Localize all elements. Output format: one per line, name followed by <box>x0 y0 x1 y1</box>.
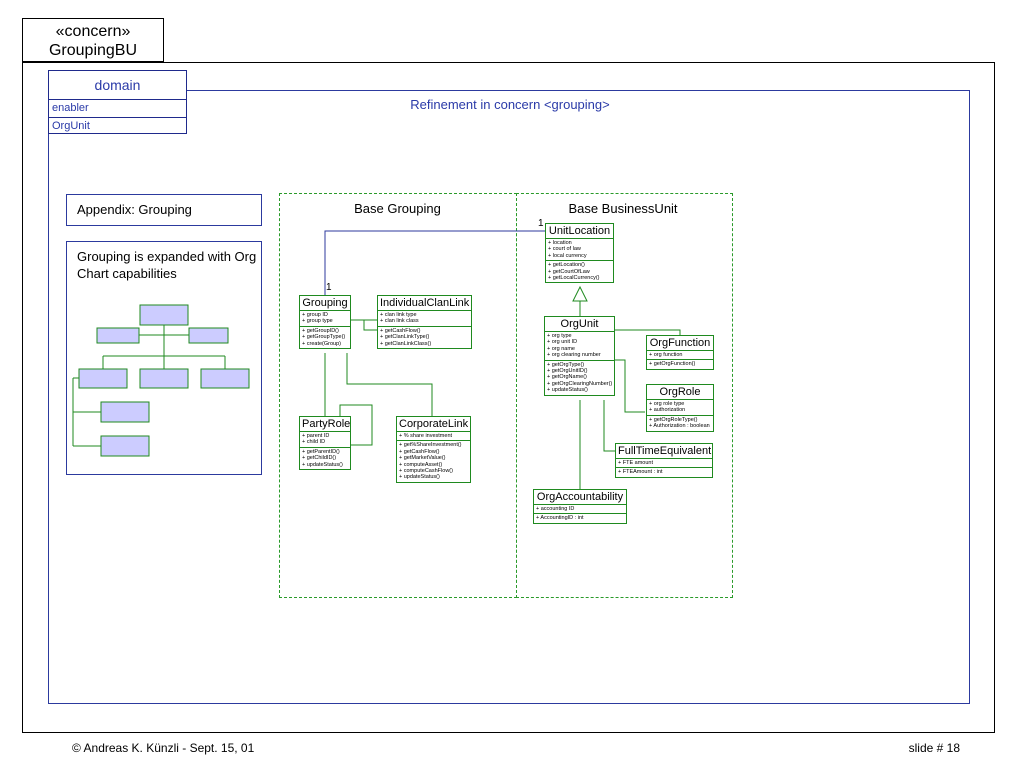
org-chart-box <box>66 241 262 475</box>
footer-copyright: © Andreas K. Künzli - Sept. 15, 01 <box>72 741 255 755</box>
concern-stereotype: «concern» <box>55 23 131 40</box>
class-grouping: Grouping + group ID + group type + getGr… <box>299 295 351 350</box>
domain-row-enabler: enabler <box>49 100 186 118</box>
class-name: OrgRole <box>647 385 713 400</box>
org-node-mid-3 <box>200 368 250 389</box>
generalization-arrow <box>572 285 588 302</box>
org-node-left-staff <box>96 327 140 344</box>
class-operations: + AccountingID : int <box>536 515 584 522</box>
class-operations: + getOrgType() + getOrgUnitID() + getOrg… <box>547 361 613 394</box>
footer-slide-number: slide # 18 <box>908 741 960 755</box>
class-name: IndividualClanLink <box>378 297 471 311</box>
class-attributes: + location + court of law + local curren… <box>546 239 613 262</box>
class-name: PartyRole <box>300 418 351 432</box>
class-operations: + FTEAmount : int <box>618 469 663 476</box>
class-operations: + getCashFlow() + getClanLinkType() + ge… <box>380 327 432 347</box>
refinement-title: Refinement in concern <grouping> <box>410 97 610 112</box>
class-name: OrgAccountability <box>534 490 626 505</box>
class-org-unit: OrgUnit + org type + org unit ID + org n… <box>544 316 615 396</box>
concern-label: «concern» GroupingBU <box>22 18 164 62</box>
class-attributes: + % share investment <box>397 432 470 442</box>
class-attributes: + org type + org unit ID + org name + or… <box>545 332 614 361</box>
class-name: FullTimeEquivalent <box>616 445 712 459</box>
domain-title: domain <box>49 71 186 100</box>
class-attributes: + org function <box>647 351 713 361</box>
domain-row-orgunit: OrgUnit <box>52 120 90 132</box>
class-unit-location: UnitLocation + location + court of law +… <box>545 223 614 284</box>
class-operations: + get%ShareInvestment() + getCashFlow() … <box>399 442 462 481</box>
class-operations: + getGroupID() + getGroupType() + create… <box>302 327 346 347</box>
class-attributes: + accounting ID <box>534 505 626 515</box>
multiplicity-grouping: 1 <box>326 282 332 293</box>
class-attributes: + group ID + group type <box>300 311 350 327</box>
class-full-time-equivalent: FullTimeEquivalent + FTE amount + FTEAmo… <box>615 443 713 478</box>
class-operations: + getOrgFunction() <box>649 361 696 368</box>
org-node-mid-2 <box>139 368 189 389</box>
class-org-function: OrgFunction + org function + getOrgFunct… <box>646 335 714 370</box>
appendix-title: Appendix: Grouping <box>66 194 262 226</box>
concern-name: GroupingBU <box>48 42 138 59</box>
org-node-right-staff <box>188 327 229 344</box>
class-name: OrgUnit <box>545 317 614 332</box>
class-party-role: PartyRole + parent ID + child ID + getPa… <box>299 416 351 471</box>
org-node-sub-1 <box>100 401 150 423</box>
org-node-sub-2 <box>100 435 150 457</box>
class-attributes: + clan link type + clan link class <box>378 311 471 327</box>
base-business-unit-title: Base BusinessUnit <box>568 201 678 216</box>
class-name: UnitLocation <box>546 224 613 239</box>
base-grouping-title: Base Grouping <box>354 201 441 216</box>
class-org-accountability: OrgAccountability + accounting ID + Acco… <box>533 489 627 524</box>
org-node-top <box>139 304 189 326</box>
class-individual-clan-link: IndividualClanLink + clan link type + cl… <box>377 295 472 350</box>
org-node-mid-1 <box>78 368 128 389</box>
class-corporate-link: CorporateLink + % share investment + get… <box>396 416 471 483</box>
class-attributes: + org role type + authorization <box>647 400 713 416</box>
expanded-description: Grouping is expanded with Org Chart capa… <box>77 249 257 281</box>
class-name: OrgFunction <box>647 336 713 351</box>
class-name: CorporateLink <box>397 418 470 432</box>
concern-frame <box>48 90 970 704</box>
class-operations: + getLocation() + getCourtOfLaw + getLoc… <box>548 262 600 282</box>
class-attributes: + FTE amount <box>616 459 712 469</box>
class-org-role: OrgRole + org role type + authorization … <box>646 384 714 432</box>
class-attributes: + parent ID + child ID <box>300 432 350 448</box>
domain-box: domain enabler OrgUnit <box>48 70 187 134</box>
outer-frame <box>22 62 995 733</box>
class-name: Grouping <box>300 296 350 311</box>
class-operations: + getParentID() + getChildID() + updateS… <box>302 448 343 468</box>
multiplicity-unit-location: 1 <box>538 218 544 229</box>
class-operations: + getOrgRoleType() + Authorization : boo… <box>649 416 710 430</box>
base-business-unit-panel <box>516 193 733 598</box>
